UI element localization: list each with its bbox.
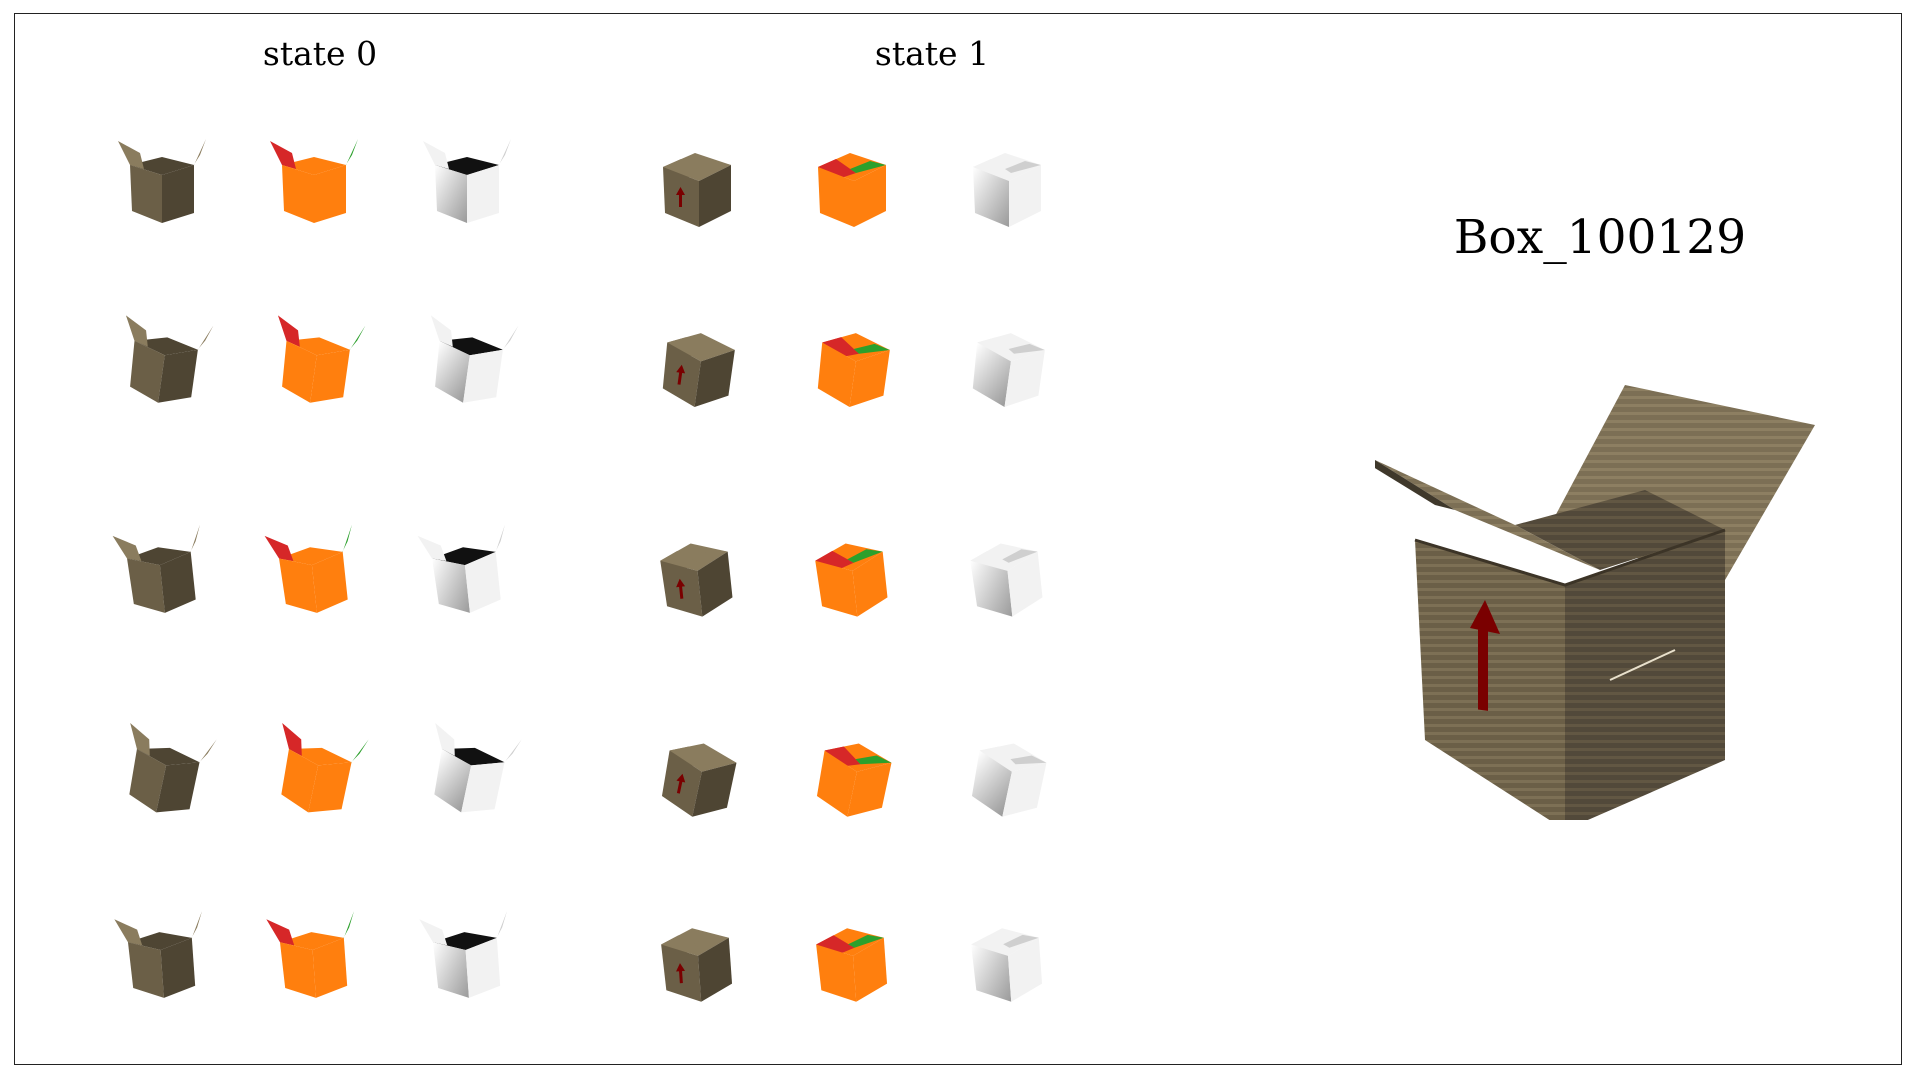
box-render-state1-segmentation-row5 — [800, 910, 904, 1014]
box-render-state0-depth-row2 — [415, 315, 519, 419]
box-render-image — [118, 139, 206, 223]
box-render-image — [661, 928, 733, 1002]
box-render-state1-depth-row2 — [955, 315, 1059, 419]
box-render-state0-textured-row4 — [110, 723, 217, 829]
box-render-state1-depth-row4 — [955, 725, 1059, 829]
box-render-image — [973, 153, 1041, 227]
hero-front-face — [1415, 540, 1565, 820]
box-render-image — [971, 928, 1043, 1002]
box-render-state0-textured-row1 — [110, 135, 214, 239]
box-render-image — [264, 524, 352, 613]
box-render-image — [281, 723, 369, 813]
box-render-state1-textured-row2 — [645, 315, 749, 419]
box-render-image — [430, 315, 519, 403]
box-render-state0-depth-row5 — [415, 910, 519, 1014]
box-render-image — [817, 333, 890, 407]
box-render-image — [277, 315, 366, 403]
box-render-state1-segmentation-row4 — [800, 725, 904, 829]
box-render-image — [970, 543, 1043, 617]
box-render-state1-textured-row5 — [645, 910, 749, 1014]
box-render-state1-textured-row1 — [645, 135, 749, 239]
box-render-state0-segmentation-row1 — [262, 135, 366, 239]
box-render-state1-textured-row4 — [645, 725, 749, 829]
box-render-state1-depth-row5 — [955, 910, 1059, 1014]
box-render-image — [818, 153, 886, 227]
box-render-state0-depth-row1 — [415, 135, 519, 239]
box-render-image — [662, 333, 735, 407]
figure-frame — [14, 13, 1902, 1065]
hero-inner-wall — [1515, 490, 1725, 570]
box-render-state1-segmentation-row2 — [800, 315, 904, 419]
box-render-state0-segmentation-row4 — [262, 723, 369, 829]
state-1-label: state 1 — [874, 34, 990, 73]
state-0-label: state 0 — [262, 34, 378, 73]
object-name-label: Box_100129 — [1453, 210, 1747, 265]
hero-box-image — [1375, 385, 1815, 820]
hero-left-flap — [1375, 460, 1600, 570]
box-render-image — [114, 911, 202, 998]
box-render-image — [971, 743, 1047, 817]
box-render-state0-textured-row5 — [110, 910, 214, 1014]
box-render-state1-depth-row3 — [955, 525, 1059, 629]
hero-side-face — [1565, 530, 1725, 820]
box-render-image — [434, 723, 522, 813]
box-render-image — [266, 911, 354, 998]
box-render-state0-segmentation-row2 — [262, 315, 366, 419]
box-render-state0-depth-row3 — [415, 524, 519, 629]
box-render-image — [816, 928, 888, 1002]
box-render-image — [417, 524, 505, 613]
box-render-image — [815, 543, 888, 617]
hero-up-arrow-icon — [1470, 600, 1500, 711]
box-render-state1-segmentation-row1 — [800, 135, 904, 239]
box-render-image — [419, 911, 507, 998]
box-render-image — [663, 153, 731, 227]
box-render-state1-textured-row3 — [645, 525, 749, 629]
box-render-state1-segmentation-row3 — [800, 525, 904, 629]
box-render-image — [112, 524, 200, 613]
box-render-state0-depth-row4 — [415, 723, 522, 829]
box-render-state0-textured-row2 — [110, 315, 214, 419]
box-render-state0-segmentation-row5 — [262, 910, 366, 1014]
hero-box-render — [1375, 380, 1835, 820]
box-render-image — [129, 723, 217, 813]
box-render-image — [125, 315, 214, 403]
box-render-state0-textured-row3 — [110, 524, 214, 629]
box-render-image — [270, 139, 358, 223]
box-render-image — [423, 139, 511, 223]
box-render-image — [816, 743, 892, 817]
box-render-image — [660, 543, 733, 617]
box-render-image — [972, 333, 1045, 407]
box-render-state1-depth-row1 — [955, 135, 1059, 239]
box-render-state0-segmentation-row3 — [262, 524, 366, 629]
box-render-image — [661, 743, 737, 817]
